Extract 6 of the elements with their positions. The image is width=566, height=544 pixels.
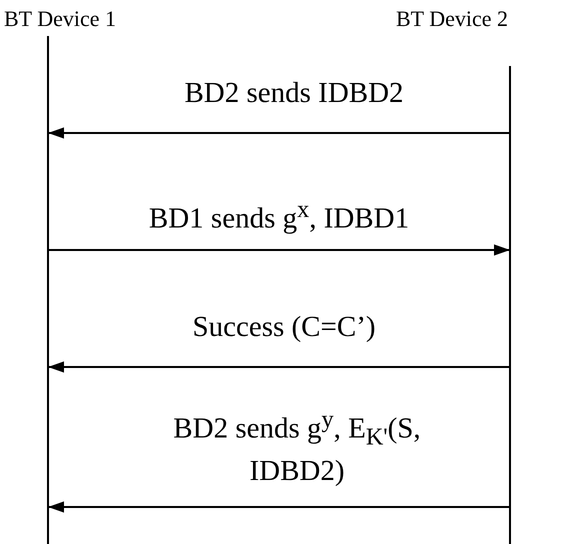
message-arrow [48, 127, 510, 139]
message-arrow [48, 361, 510, 373]
lifeline-header: BT Device 2 [396, 6, 508, 32]
message-arrow [48, 244, 510, 256]
message-arrow [48, 501, 510, 513]
lifeline-header: BT Device 1 [4, 6, 116, 32]
